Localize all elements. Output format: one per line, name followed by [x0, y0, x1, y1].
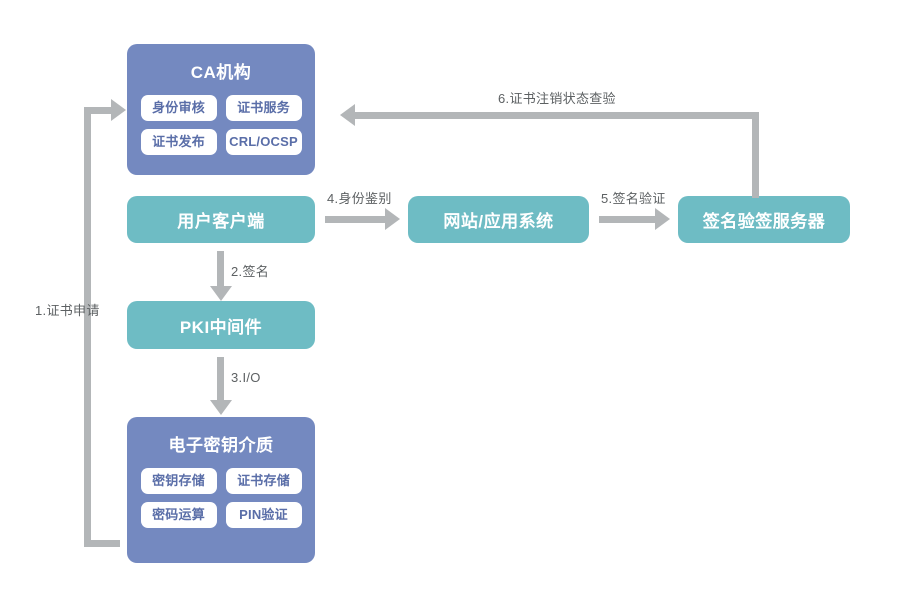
edge-label-io: 3.I/O — [231, 370, 261, 385]
edge-signature-verify-arrowhead — [655, 208, 670, 230]
node-ekey-media-pill-grid: 密钥存储 证书存储 密码运算 PIN验证 — [140, 468, 302, 528]
edge-cert-request-arrowhead — [111, 99, 126, 121]
edge-identity-auth-arrowhead — [385, 208, 400, 230]
edge-label-cert-request: 1.证书申请 — [35, 303, 100, 318]
pill-ekey-crypto-op[interactable]: 密码运算 — [140, 502, 217, 528]
pill-ca-crl-ocsp[interactable]: CRL/OCSP — [225, 129, 302, 155]
edge-io-arrowhead — [210, 400, 232, 415]
edge-cert-request-segment-bottom — [84, 540, 120, 547]
node-ca-authority[interactable]: CA机构 身份审核 证书服务 证书发布 CRL/OCSP — [127, 44, 315, 175]
edge-label-sign: 2.签名 — [231, 264, 270, 279]
edge-io-segment — [217, 357, 224, 400]
node-pki-middleware[interactable]: PKI中间件 — [127, 301, 315, 349]
edge-identity-auth-segment — [325, 216, 385, 223]
node-ekey-media[interactable]: 电子密钥介质 密钥存储 证书存储 密码运算 PIN验证 — [127, 417, 315, 563]
pill-ekey-key-storage[interactable]: 密钥存储 — [140, 468, 217, 494]
pill-ca-cert-service[interactable]: 证书服务 — [225, 95, 302, 121]
edge-cert-revocation-segment-horizontal — [355, 112, 759, 119]
node-website-application[interactable]: 网站/应用系统 — [408, 196, 589, 243]
edge-cert-revocation-segment-vertical — [752, 112, 759, 198]
pill-ca-identity-review[interactable]: 身份审核 — [140, 95, 217, 121]
node-ca-authority-title: CA机构 — [190, 63, 252, 82]
edge-cert-request-segment-top — [84, 107, 111, 114]
edge-label-identity-auth: 4.身份鉴别 — [327, 191, 392, 206]
node-ekey-media-title: 电子密钥介质 — [168, 436, 274, 455]
edge-sign-arrowhead — [210, 286, 232, 301]
node-user-client-title: 用户客户端 — [177, 212, 265, 231]
node-signature-server-title: 签名验签服务器 — [702, 212, 826, 231]
node-signature-server[interactable]: 签名验签服务器 — [678, 196, 850, 243]
edge-signature-verify-segment — [599, 216, 655, 223]
pill-ca-cert-publish[interactable]: 证书发布 — [140, 129, 217, 155]
edge-label-signature-verify: 5.签名验证 — [601, 191, 666, 206]
node-ca-authority-pill-grid: 身份审核 证书服务 证书发布 CRL/OCSP — [140, 95, 302, 155]
node-user-client[interactable]: 用户客户端 — [127, 196, 315, 243]
edge-cert-request-segment-vertical — [84, 107, 91, 543]
edge-label-cert-revocation: 6.证书注销状态查验 — [498, 91, 616, 106]
edge-sign-segment — [217, 251, 224, 286]
pill-ekey-cert-storage[interactable]: 证书存储 — [225, 468, 302, 494]
node-pki-middleware-title: PKI中间件 — [179, 317, 263, 337]
edge-cert-revocation-arrowhead — [340, 104, 355, 126]
pill-ekey-pin-verify[interactable]: PIN验证 — [225, 502, 302, 528]
node-website-application-title: 网站/应用系统 — [443, 212, 554, 231]
